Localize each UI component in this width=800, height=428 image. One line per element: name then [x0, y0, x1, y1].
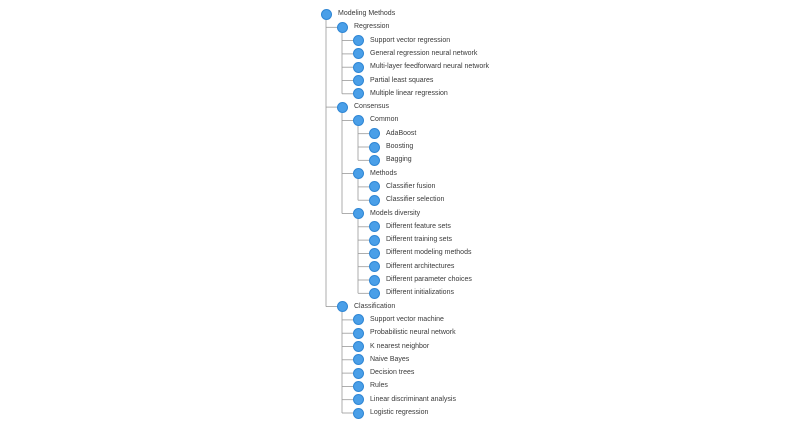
- node-circle-icon[interactable]: [337, 101, 348, 113]
- tree-node-label: Multi-layer feedforward neural network: [370, 63, 490, 71]
- node-circle-icon[interactable]: [353, 327, 364, 339]
- node-circle-icon[interactable]: [321, 8, 332, 20]
- tree-node-different-feature-sets[interactable]: Different feature sets: [369, 221, 451, 233]
- node-circle-icon[interactable]: [369, 274, 380, 286]
- node-circle-icon[interactable]: [353, 380, 364, 392]
- tree-node-label: Modeling Methods: [338, 10, 396, 17]
- tree-node-label: Models diversity: [370, 209, 421, 217]
- node-circle-icon[interactable]: [369, 141, 380, 153]
- node-circle-icon[interactable]: [369, 234, 380, 246]
- node-circle-icon[interactable]: [369, 181, 380, 193]
- tree-node-models-diversity[interactable]: Models diversity: [353, 208, 420, 220]
- tree-node-label: Support vector regression: [370, 36, 451, 44]
- node-circle-icon[interactable]: [353, 88, 364, 100]
- tree-node-support-vector-regression[interactable]: Support vector regression: [353, 35, 450, 47]
- tree-node-different-architectures[interactable]: Different architectures: [369, 261, 454, 273]
- tree-node-probabilistic-neural-network[interactable]: Probabilistic neural network: [353, 327, 456, 339]
- node-circle-icon[interactable]: [369, 247, 380, 259]
- tree-node-support-vector-machine[interactable]: Support vector machine: [353, 314, 444, 326]
- tree-node-decision-trees[interactable]: Decision trees: [353, 367, 414, 379]
- tree-node-label: Classifier selection: [386, 196, 445, 204]
- tree-node-label: Different initializations: [386, 289, 454, 297]
- tree-node-consensus[interactable]: Consensus: [337, 101, 389, 113]
- tree-node-label: Probabilistic neural network: [370, 329, 456, 337]
- tree-node-label: Rules: [370, 382, 388, 390]
- tree-node-general-regression-neural-network[interactable]: General regression neural network: [353, 48, 477, 60]
- node-circle-icon[interactable]: [353, 61, 364, 73]
- tree-node-different-training-sets[interactable]: Different training sets: [369, 234, 452, 246]
- tree-node-k-nearest-neighbor[interactable]: K nearest neighbor: [353, 341, 429, 353]
- node-circle-icon[interactable]: [353, 35, 364, 47]
- node-circle-icon[interactable]: [369, 194, 380, 206]
- node-circle-icon[interactable]: [337, 21, 348, 33]
- node-circle-icon[interactable]: [353, 341, 364, 352]
- tree-node-linear-discriminant-analysis[interactable]: Linear discriminant analysis: [353, 394, 456, 406]
- tree-node-label: Different architectures: [386, 262, 455, 270]
- node-circle-icon[interactable]: [337, 301, 348, 313]
- tree-node-multiple-linear-regression[interactable]: Multiple linear regression: [353, 88, 448, 100]
- tree-node-label: Bagging: [386, 156, 412, 164]
- node-circle-icon[interactable]: [353, 114, 364, 126]
- tree-node-label: Consensus: [354, 103, 390, 111]
- tree-node-naive-bayes[interactable]: Naive Bayes: [353, 354, 409, 366]
- tree-node-different-parameter-choices[interactable]: Different parameter choices: [369, 274, 472, 286]
- tree-node-label: Different modeling methods: [386, 249, 472, 257]
- tree-node-label: Support vector machine: [370, 315, 444, 323]
- tree-node-modeling-methods[interactable]: Modeling Methods: [321, 8, 395, 20]
- tree-node-label: Methods: [370, 169, 397, 177]
- tree-node-label: Decision trees: [370, 369, 415, 377]
- tree-node-label: K nearest neighbor: [370, 342, 430, 350]
- tree-node-logistic-regression[interactable]: Logistic regression: [353, 407, 428, 419]
- node-circle-icon[interactable]: [353, 48, 364, 60]
- node-circle-icon[interactable]: [353, 367, 364, 379]
- tree-node-label: Classifier fusion: [386, 182, 436, 190]
- tree-node-label: Common: [370, 116, 399, 124]
- node-circle-icon[interactable]: [369, 261, 380, 273]
- node-circle-icon[interactable]: [353, 394, 364, 406]
- tree-node-label: Boosting: [386, 143, 414, 150]
- tree-node-different-modeling-methods[interactable]: Different modeling methods: [369, 247, 471, 259]
- tree-node-boosting[interactable]: Boosting: [369, 141, 413, 153]
- tree-node-label: Different training sets: [386, 236, 453, 244]
- node-circle-icon[interactable]: [353, 208, 364, 219]
- node-circle-icon[interactable]: [353, 75, 364, 86]
- tree-node-classification[interactable]: Classification: [337, 301, 395, 313]
- node-circle-icon[interactable]: [353, 407, 364, 419]
- tree-node-classifier-selection[interactable]: Classifier selection: [369, 194, 444, 206]
- tree-node-multi-layer-feedforward-neural-network[interactable]: Multi-layer feedforward neural network: [353, 61, 489, 73]
- tree-node-partial-least-squares[interactable]: Partial least squares: [353, 75, 433, 87]
- tree-node-bagging[interactable]: Bagging: [369, 154, 412, 166]
- tree-node-different-initializations[interactable]: Different initializations: [369, 287, 454, 299]
- tree-node-label: Different feature sets: [386, 222, 451, 230]
- node-circle-icon[interactable]: [353, 314, 364, 326]
- node-circle-icon[interactable]: [369, 128, 380, 140]
- tree-node-rules[interactable]: Rules: [353, 380, 388, 392]
- tree-node-adaboost[interactable]: AdaBoost: [369, 128, 416, 140]
- node-circle-icon[interactable]: [353, 168, 364, 180]
- tree-node-methods[interactable]: Methods: [353, 168, 397, 180]
- tree-node-label: Multiple linear regression: [370, 89, 448, 97]
- tree-node-label: Partial least squares: [370, 76, 434, 84]
- tree-node-classifier-fusion[interactable]: Classifier fusion: [369, 181, 435, 193]
- tree-node-regression[interactable]: Regression: [337, 21, 389, 33]
- tree-node-label: Linear discriminant analysis: [370, 395, 456, 403]
- node-circle-icon[interactable]: [369, 287, 380, 299]
- tree-node-label: AdaBoost: [386, 129, 417, 137]
- node-circle-icon[interactable]: [369, 154, 380, 166]
- tree-node-common[interactable]: Common: [353, 114, 398, 126]
- tree-node-label: Classification: [354, 302, 396, 310]
- tree-node-label: Logistic regression: [370, 409, 429, 416]
- tree-node-label: General regression neural network: [370, 49, 478, 57]
- tree-node-label: Regression: [354, 23, 390, 31]
- tree-node-label: Different parameter choices: [386, 276, 472, 283]
- node-circle-icon[interactable]: [353, 354, 364, 366]
- tree-node-label: Naive Bayes: [370, 355, 410, 363]
- node-circle-icon[interactable]: [369, 221, 380, 233]
